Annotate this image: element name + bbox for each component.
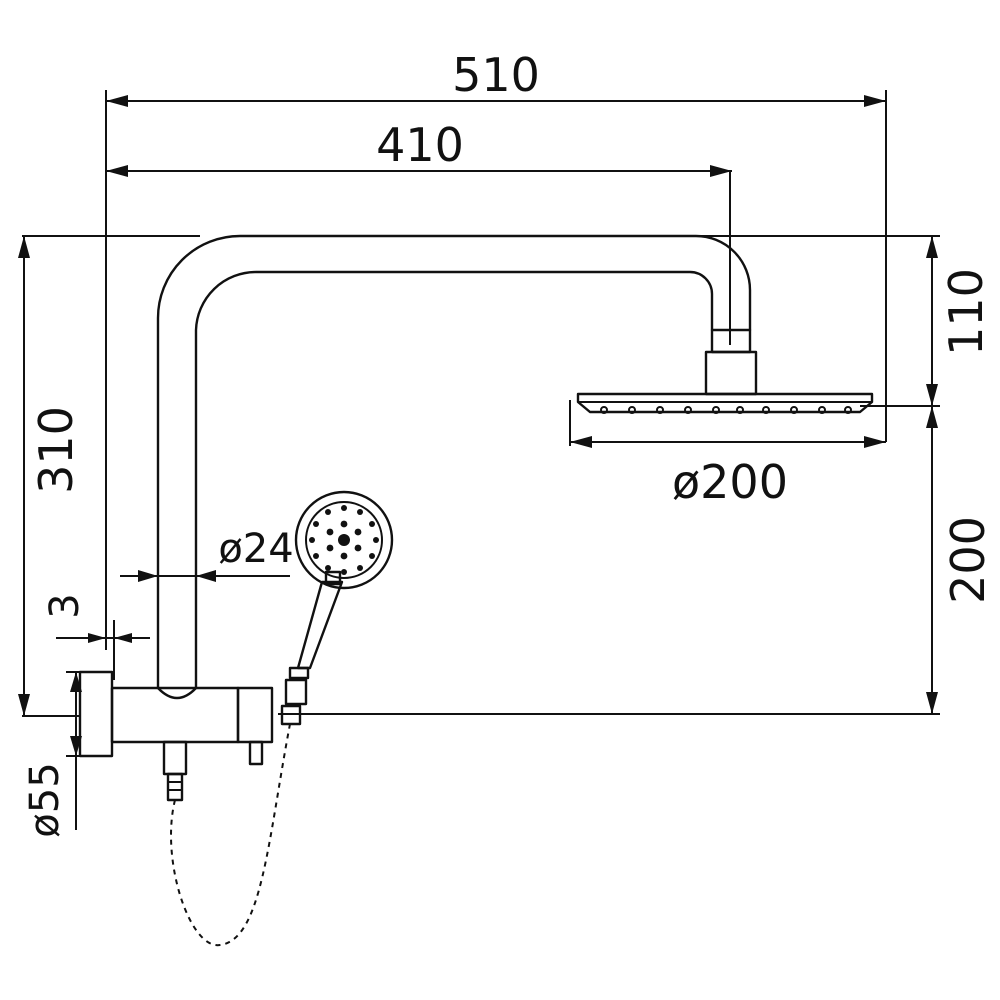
dim-overall-width: 510 — [452, 48, 540, 102]
riser-arm-pipe — [156, 234, 758, 700]
dimension-labels: 510 410 310 110 200 ø200 ø24 3 ø55 — [22, 48, 995, 838]
dim-wall-gap: 3 — [42, 593, 88, 618]
dim-pipe-diameter: ø24 — [218, 526, 293, 572]
shower-head-nozzles — [600, 406, 852, 414]
flexible-hose — [170, 723, 291, 947]
dim-head-diameter: ø200 — [672, 455, 788, 509]
mixer-body — [78, 670, 274, 802]
dim-arm-drop: 110 — [939, 268, 993, 356]
hand-shower — [280, 490, 394, 726]
hand-shower-nozzles — [309, 505, 379, 575]
dim-arm-reach: 410 — [376, 118, 464, 172]
dimension-lines — [18, 90, 940, 830]
dim-total-height: 310 — [29, 406, 83, 494]
dim-flange-diameter: ø55 — [22, 762, 68, 837]
overhead-shower-head — [576, 392, 874, 414]
dim-head-height: 200 — [941, 516, 995, 604]
